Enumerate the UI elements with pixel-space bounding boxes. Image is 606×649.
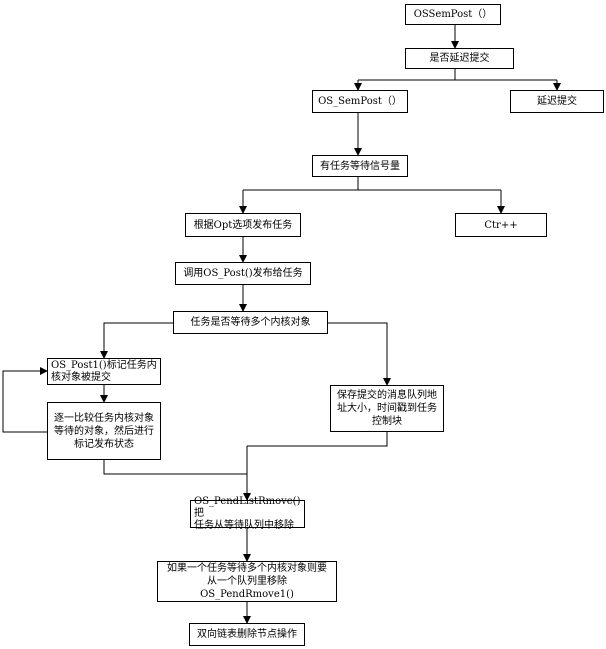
node-post1-mark: OS_Post1()标记任务内 核对象被提交 [47, 358, 161, 385]
line-save-merge [247, 432, 388, 447]
node-pendlist-remove: OS_PendListRmove()把 任务从等待队列中移除 [190, 496, 305, 531]
node-compare-objects: 逐一比较任务内核对象 等待的对象，然后进行 标记发布状态 [47, 402, 161, 460]
node-waiting-check: 有任务等待信号量 [312, 155, 408, 177]
node-call-post: 调用OS_Post()发布给任务 [175, 262, 311, 285]
node-multi-remove: 如果一个任务等待多个内核对象则要 从一个队列里移除OS_PendRmove1() [157, 561, 337, 602]
node-dlist-delete: 双向链表删除节点操作 [189, 623, 305, 646]
node-delay-check: 是否延迟提交 [405, 48, 514, 69]
node-ossempost: OSSemPost（） [405, 4, 501, 25]
arrow-multi-to-post1 [100, 322, 173, 359]
node-delay-submit: 延迟提交 [510, 90, 604, 113]
node-opt-publish: 根据Opt选项发布任务 [185, 213, 301, 237]
node-multi-obj-check: 任务是否等待多个内核对象 [173, 311, 328, 334]
node-save-msg: 保存提交的消息队列地 址大小，时间戳到任务 控制块 [330, 385, 444, 432]
node-os-sempost: OS_SemPost（） [312, 90, 408, 113]
arrow-multi-to-save [328, 322, 391, 386]
arrow-loop-back [2, 367, 48, 433]
node-ctr-inc: Ctr++ [455, 213, 547, 237]
line-compare-merge [103, 460, 247, 475]
